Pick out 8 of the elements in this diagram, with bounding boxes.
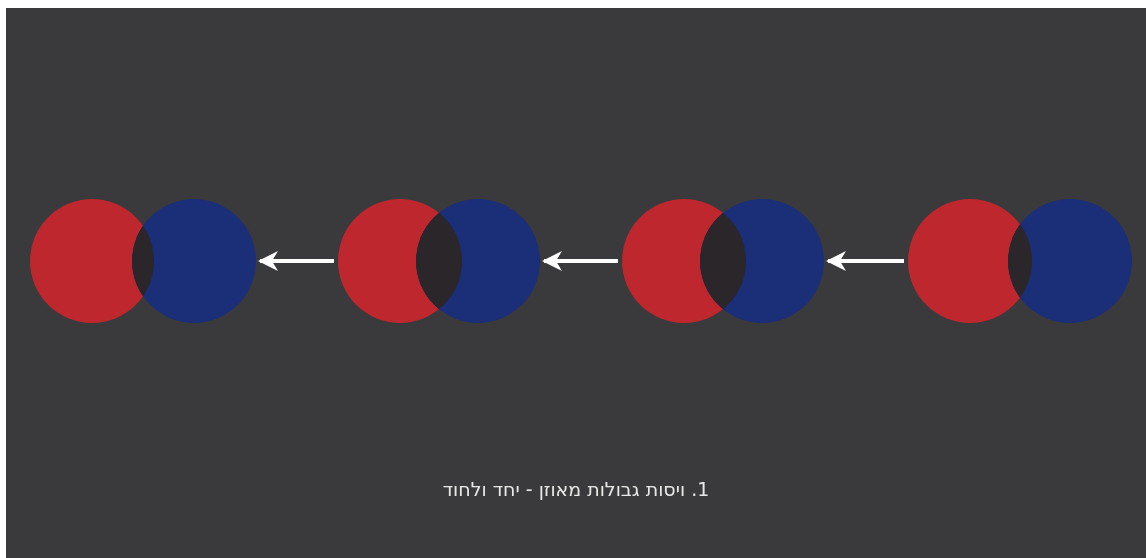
overlapping-circles-drawing [30, 199, 256, 323]
overlapping-circles-drawing [908, 199, 1132, 323]
arrow [258, 251, 334, 271]
arrow [826, 251, 904, 271]
caption: 1. ויסות גבולות מאוזן - יחד ולחוד [442, 478, 710, 500]
overlapping-circles-drawing [622, 199, 824, 323]
arrow [542, 251, 618, 271]
overlapping-circles-drawing [338, 199, 540, 323]
